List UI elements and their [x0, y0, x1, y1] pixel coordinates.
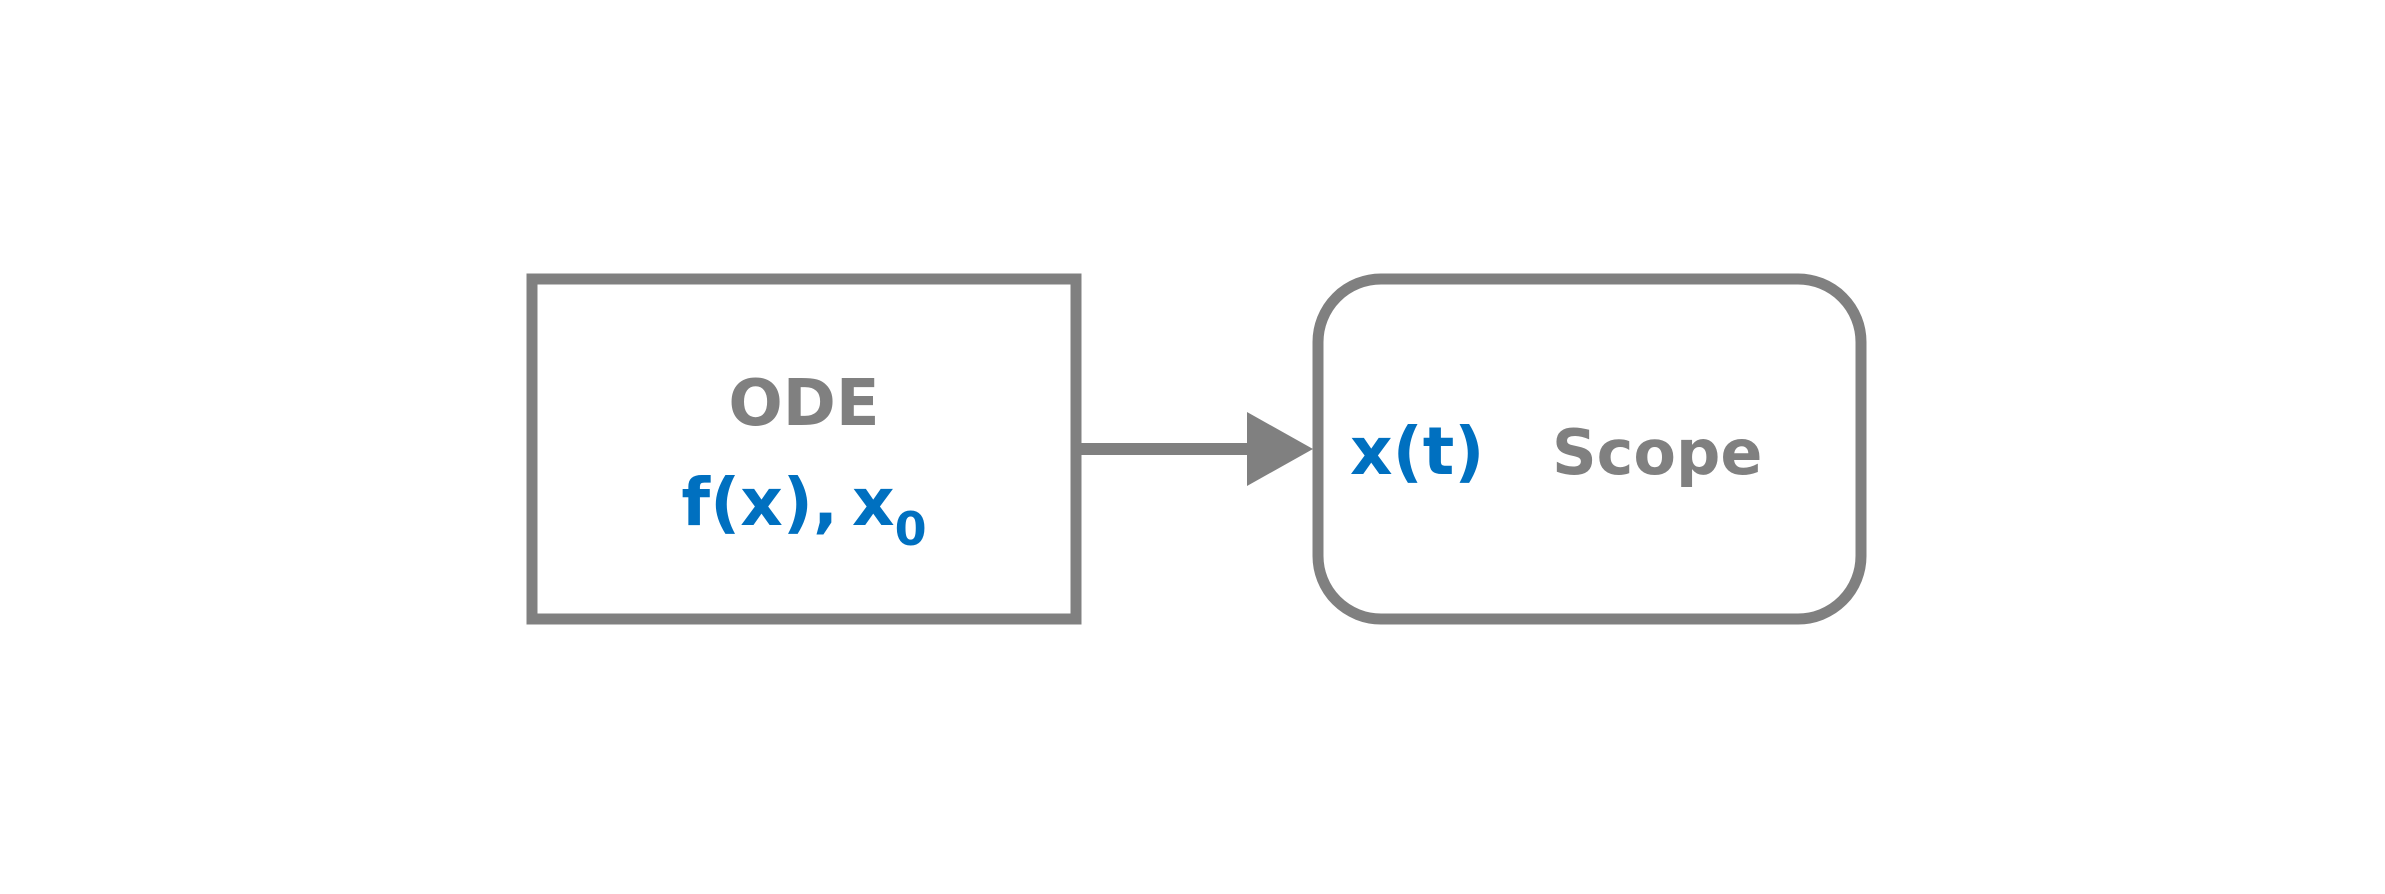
ode-block[interactable]: ODE f(x),x0 — [526, 273, 1082, 625]
arrow-head-icon — [1247, 412, 1313, 486]
ode-state-subscript: 0 — [895, 502, 927, 556]
ode-block-border — [526, 273, 1082, 625]
ode-block-title: ODE — [728, 367, 879, 441]
scope-input-port-label: x(t) — [1350, 413, 1484, 490]
scope-block[interactable]: x(t) Scope — [1312, 273, 1867, 625]
scope-block-title: Scope — [1552, 416, 1762, 489]
scope-block-border — [1312, 273, 1867, 625]
ode-block-equation: f(x),x0 — [681, 464, 926, 556]
signal-connection[interactable] — [1076, 412, 1313, 486]
ode-function-label: f(x), — [681, 464, 838, 541]
ode-state-label: x — [852, 464, 895, 541]
